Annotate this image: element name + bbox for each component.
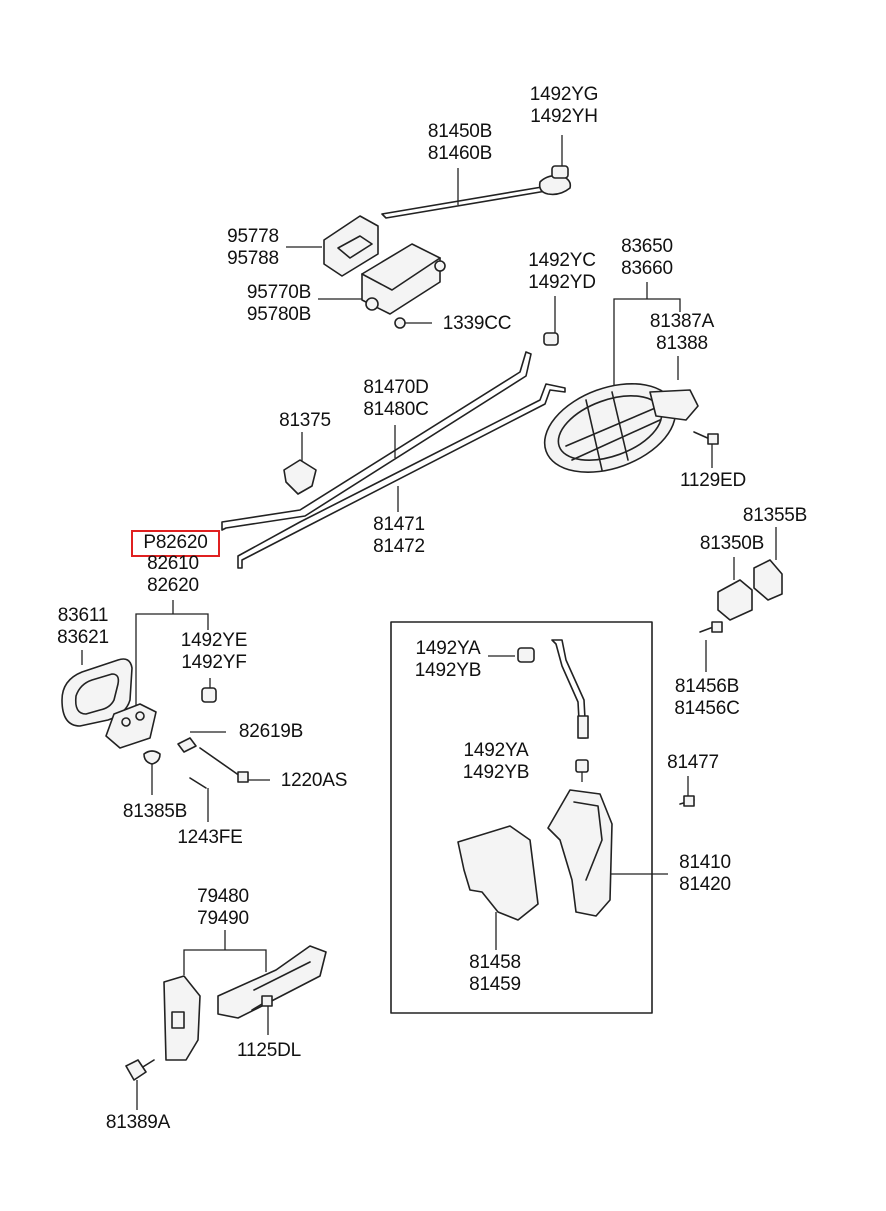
clip-81375 — [283, 459, 317, 495]
label-81385b: 81385B — [122, 801, 188, 822]
latch-cover-81458 — [457, 825, 539, 921]
latch-assembly-box — [390, 621, 653, 1014]
rods-81470d — [221, 351, 566, 569]
screw-1129ed — [693, 431, 719, 445]
door-lock-actuator — [323, 215, 446, 329]
inside-handle-bracket-82610 — [105, 687, 217, 749]
label-82619b: 82619B — [238, 721, 304, 742]
label-1220as: 1220AS — [280, 770, 348, 791]
striker-81350b — [699, 559, 783, 633]
bolt-81389a — [125, 1059, 155, 1081]
screw-81477 — [679, 795, 695, 807]
label-p82620: P82620 — [143, 532, 208, 553]
label-1243fe: 1243FE — [177, 827, 243, 848]
door-latch-81410 — [547, 789, 613, 917]
label-1339cc: 1339CC — [442, 313, 512, 334]
clip-1492yc — [543, 332, 559, 346]
label-81477: 81477 — [667, 752, 719, 773]
small-fasteners — [143, 737, 249, 789]
label-81389a: 81389A — [105, 1112, 171, 1133]
label-1125dl: 1125DL — [237, 1040, 301, 1061]
rod-81450b — [381, 165, 572, 219]
door-check-79480 — [163, 945, 327, 1061]
inside-handle-83611 — [61, 658, 133, 727]
highlight-box-p82620 — [131, 530, 220, 557]
label-81375: 81375 — [279, 410, 331, 431]
outside-handle-83650 — [543, 382, 699, 474]
label-81355b: 81355B — [742, 505, 808, 526]
label-1129ed: 1129ED — [679, 470, 747, 491]
label-81350b: 81350B — [699, 533, 765, 554]
latch-rod — [517, 639, 589, 773]
